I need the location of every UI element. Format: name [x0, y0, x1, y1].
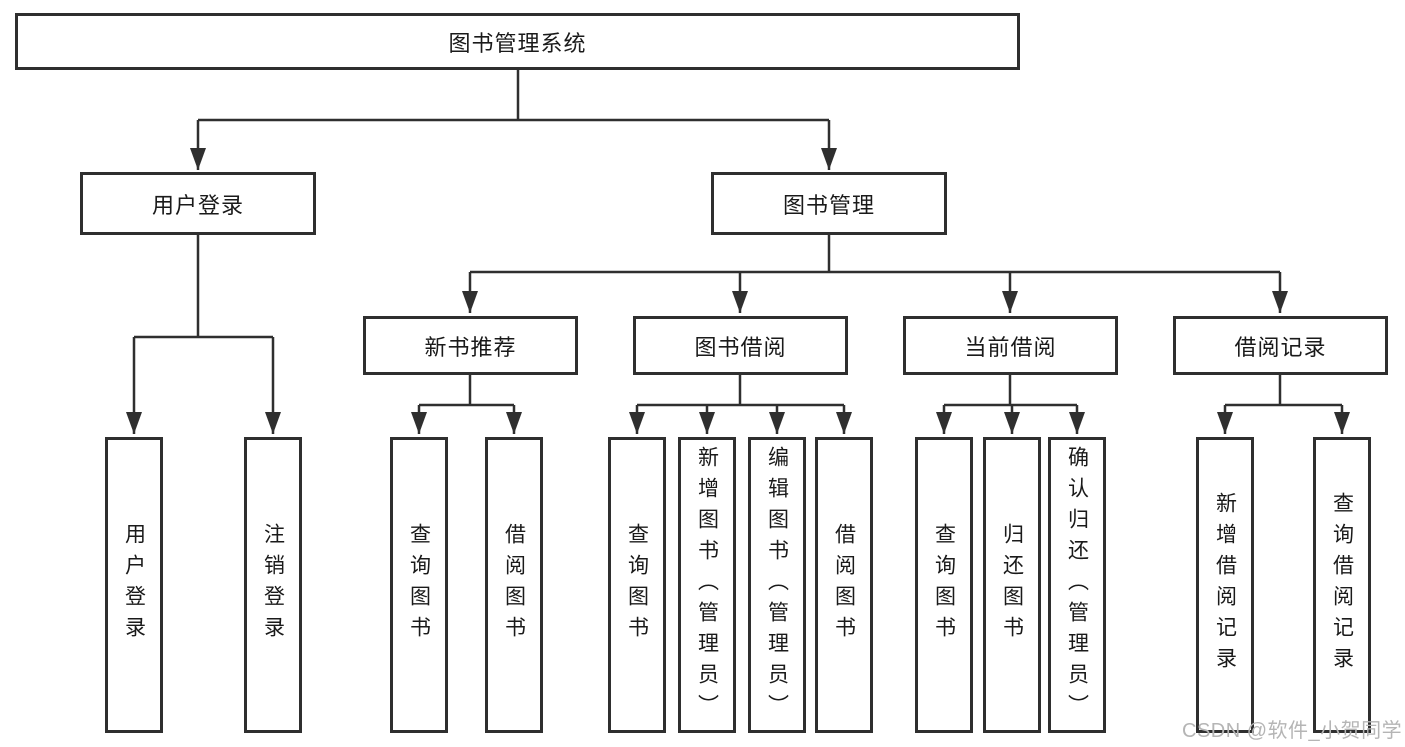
- node-query-borrow-record: 查询借阅记录: [1313, 437, 1371, 733]
- node-query-books-recommend: 查询图书: [390, 437, 448, 733]
- node-label: 借阅图书: [832, 523, 856, 647]
- node-borrow-books-recommend: 借阅图书: [485, 437, 543, 733]
- node-add-books-admin: 新增图书（管理员）: [678, 437, 736, 733]
- node-label: 图书借阅: [694, 334, 787, 360]
- node-label: 借阅记录: [1234, 334, 1327, 360]
- node-book-borrow: 图书借阅: [633, 316, 848, 375]
- node-label: 图书管理系统: [448, 30, 587, 56]
- node-user-login: 用户登录: [80, 172, 316, 235]
- node-label: 新书推荐: [424, 334, 517, 360]
- node-label: 用户登录: [151, 192, 244, 218]
- node-label: 用户登录: [122, 523, 146, 647]
- node-label: 查询图书: [407, 523, 431, 647]
- node-borrow-books: 借阅图书: [815, 437, 873, 733]
- node-borrow-records: 借阅记录: [1173, 316, 1388, 375]
- node-label: 借阅图书: [502, 523, 526, 647]
- node-edit-books-admin: 编辑图书（管理员）: [748, 437, 806, 733]
- node-label: 归还图书: [1000, 523, 1024, 647]
- node-library-system: 图书管理系统: [15, 13, 1020, 70]
- node-label: 编辑图书（管理员）: [765, 445, 789, 725]
- node-query-books-borrow: 查询图书: [608, 437, 666, 733]
- node-return-books: 归还图书: [983, 437, 1041, 733]
- node-label: 确认归还（管理员）: [1065, 445, 1089, 725]
- node-user-login-leaf: 用户登录: [105, 437, 163, 733]
- node-label: 查询图书: [625, 523, 649, 647]
- node-label: 新增图书（管理员）: [695, 445, 719, 725]
- node-logout: 注销登录: [244, 437, 302, 733]
- node-add-borrow-record: 新增借阅记录: [1196, 437, 1254, 733]
- csdn-watermark: CSDN @软件_小贺同学: [1182, 720, 1403, 742]
- node-label: 注销登录: [261, 523, 285, 647]
- node-book-management: 图书管理: [711, 172, 947, 235]
- node-label: 查询借阅记录: [1330, 492, 1354, 678]
- node-label: 查询图书: [932, 523, 956, 647]
- node-current-borrow: 当前借阅: [903, 316, 1118, 375]
- node-label: 新增借阅记录: [1213, 492, 1237, 678]
- node-confirm-return-admin: 确认归还（管理员）: [1048, 437, 1106, 733]
- node-query-books-current: 查询图书: [915, 437, 973, 733]
- node-label: 图书管理: [782, 192, 875, 218]
- node-new-book-recommend: 新书推荐: [363, 316, 578, 375]
- node-label: 当前借阅: [964, 334, 1057, 360]
